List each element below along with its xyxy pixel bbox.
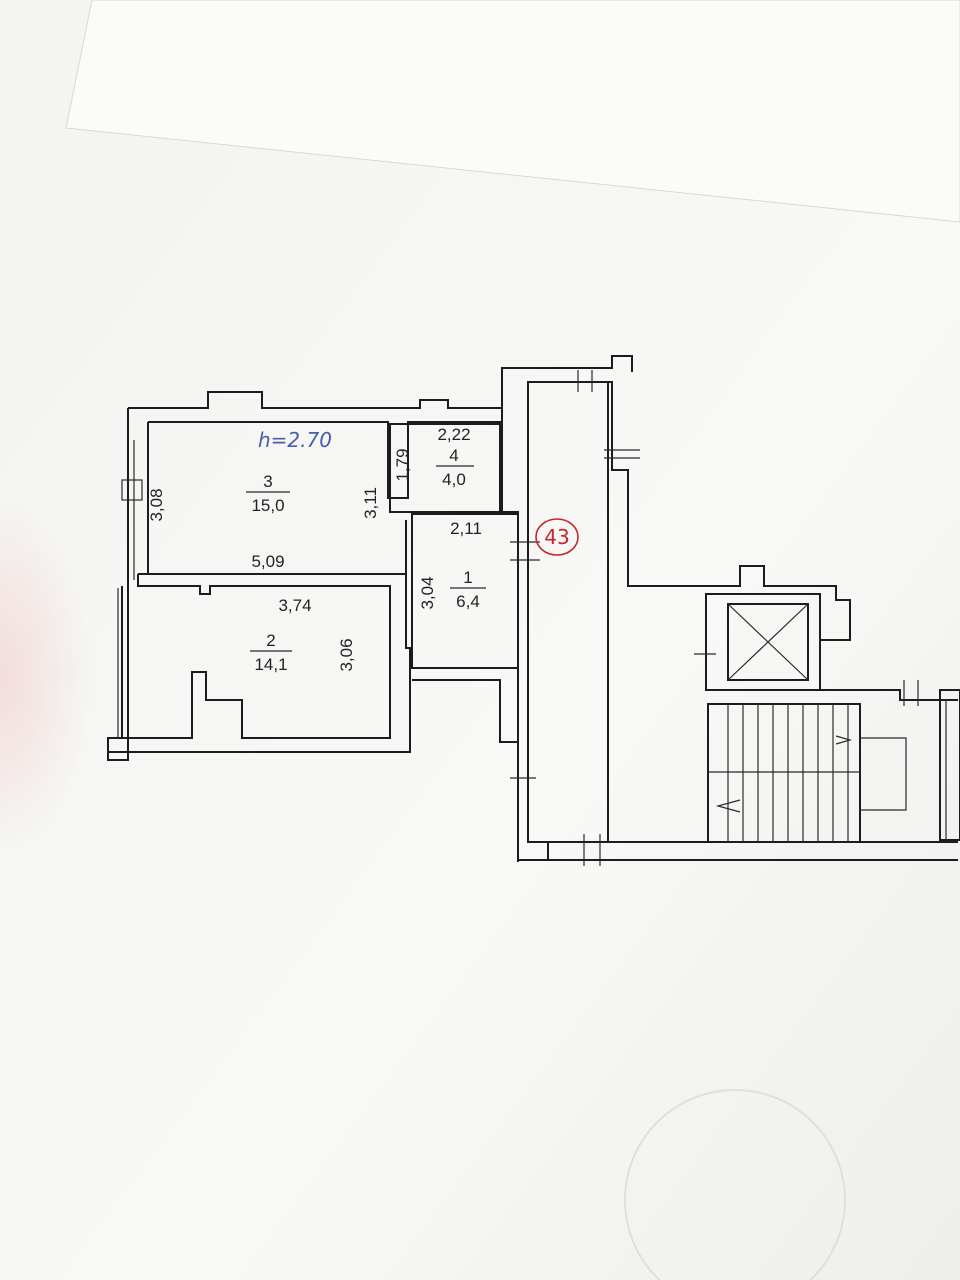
room-2-number: 2 — [266, 631, 275, 650]
room-1-number: 1 — [463, 568, 472, 587]
ceiling-height: h=2.70 — [258, 428, 332, 452]
room-4-height: 1,79 — [393, 448, 412, 481]
room-4-area: 4,0 — [442, 470, 466, 489]
room-3-width: 5,09 — [251, 552, 284, 571]
room-3-area: 15,0 — [251, 496, 284, 515]
room-3-right-height: 3,11 — [361, 487, 380, 519]
room-1-height: 3,04 — [418, 576, 437, 609]
plan-labels: h=2.70 3 15,0 5,09 3,08 3,11 2,22 4 4,0 … — [147, 425, 579, 674]
room-3-number: 3 — [263, 472, 272, 491]
room-4-number: 4 — [449, 446, 458, 465]
room-1-area: 6,4 — [456, 592, 480, 611]
apartment-walls — [107, 355, 633, 862]
room-2-height: 3,06 — [337, 638, 356, 671]
apartment-number-circle — [535, 518, 579, 556]
common-area — [501, 370, 960, 866]
room-3-left-height: 3,08 — [147, 488, 166, 521]
room-4-width: 2,22 — [437, 425, 470, 444]
room-2-area: 14,1 — [254, 655, 287, 674]
top-sheet — [65, 0, 960, 223]
room-1-width: 2,11 — [450, 519, 482, 538]
faint-stamp — [624, 1089, 846, 1280]
room-2-width: 3,74 — [278, 596, 311, 615]
apartment-number: 43 — [544, 525, 569, 549]
left-edge-tint — [0, 400, 260, 900]
